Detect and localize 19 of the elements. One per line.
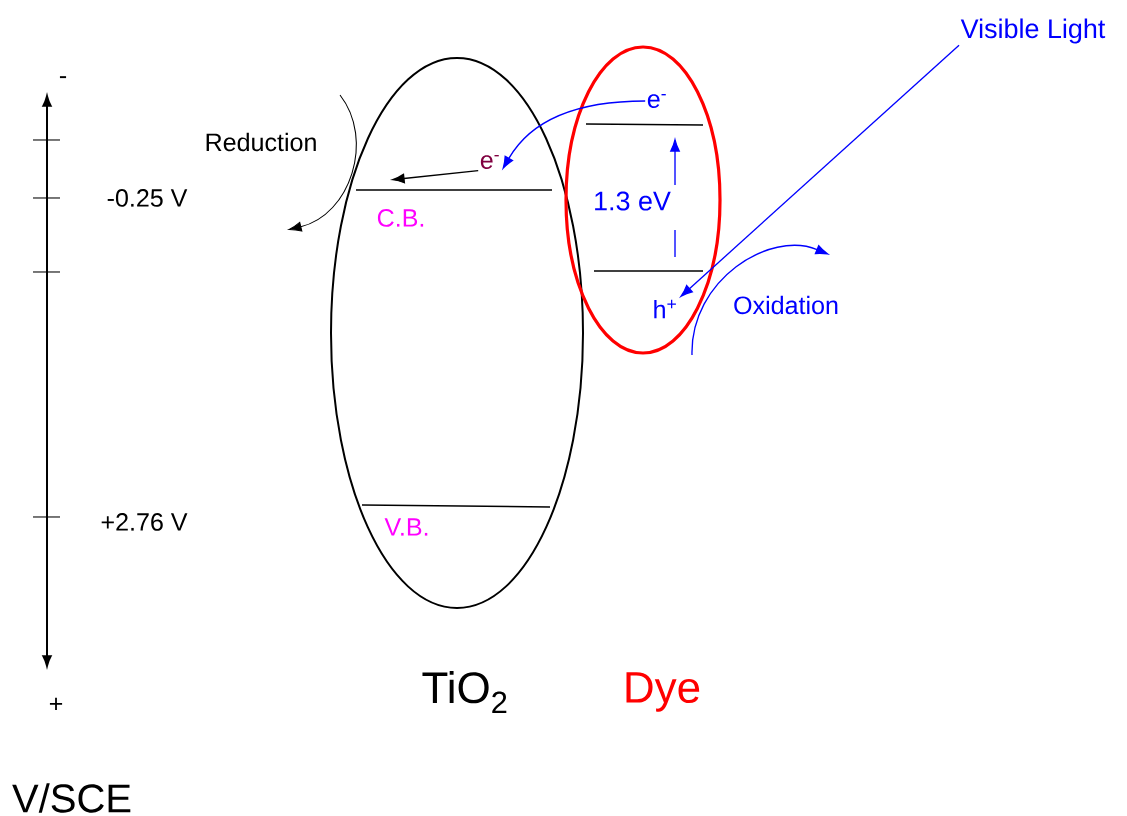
arrow xyxy=(680,44,960,297)
energy-label: 1.3 eV xyxy=(595,191,671,211)
charge-label: e$^{-}$ xyxy=(647,94,666,108)
band-label: C.B. xyxy=(377,209,424,227)
process-label: Oxidation xyxy=(734,295,838,315)
axis-label: -0.25 V xyxy=(107,189,188,207)
arrow xyxy=(392,169,479,184)
process-label: Reduction xyxy=(206,132,316,152)
charge-label: e$^{-}$ xyxy=(480,155,499,169)
axis-label: +2.76 V xyxy=(101,513,188,531)
arrow xyxy=(502,100,646,169)
light-label: Visible Light xyxy=(960,18,1106,44)
axis-label: - xyxy=(59,76,67,79)
axis-label: + xyxy=(49,697,63,710)
band-label: V.B. xyxy=(384,518,428,536)
material-label: Dye xyxy=(626,672,700,712)
charge-label: h$^{+}$ xyxy=(654,299,676,319)
material-label: TiO$_{2}$ xyxy=(422,671,507,713)
axis-label: V/SCE xyxy=(12,783,131,813)
